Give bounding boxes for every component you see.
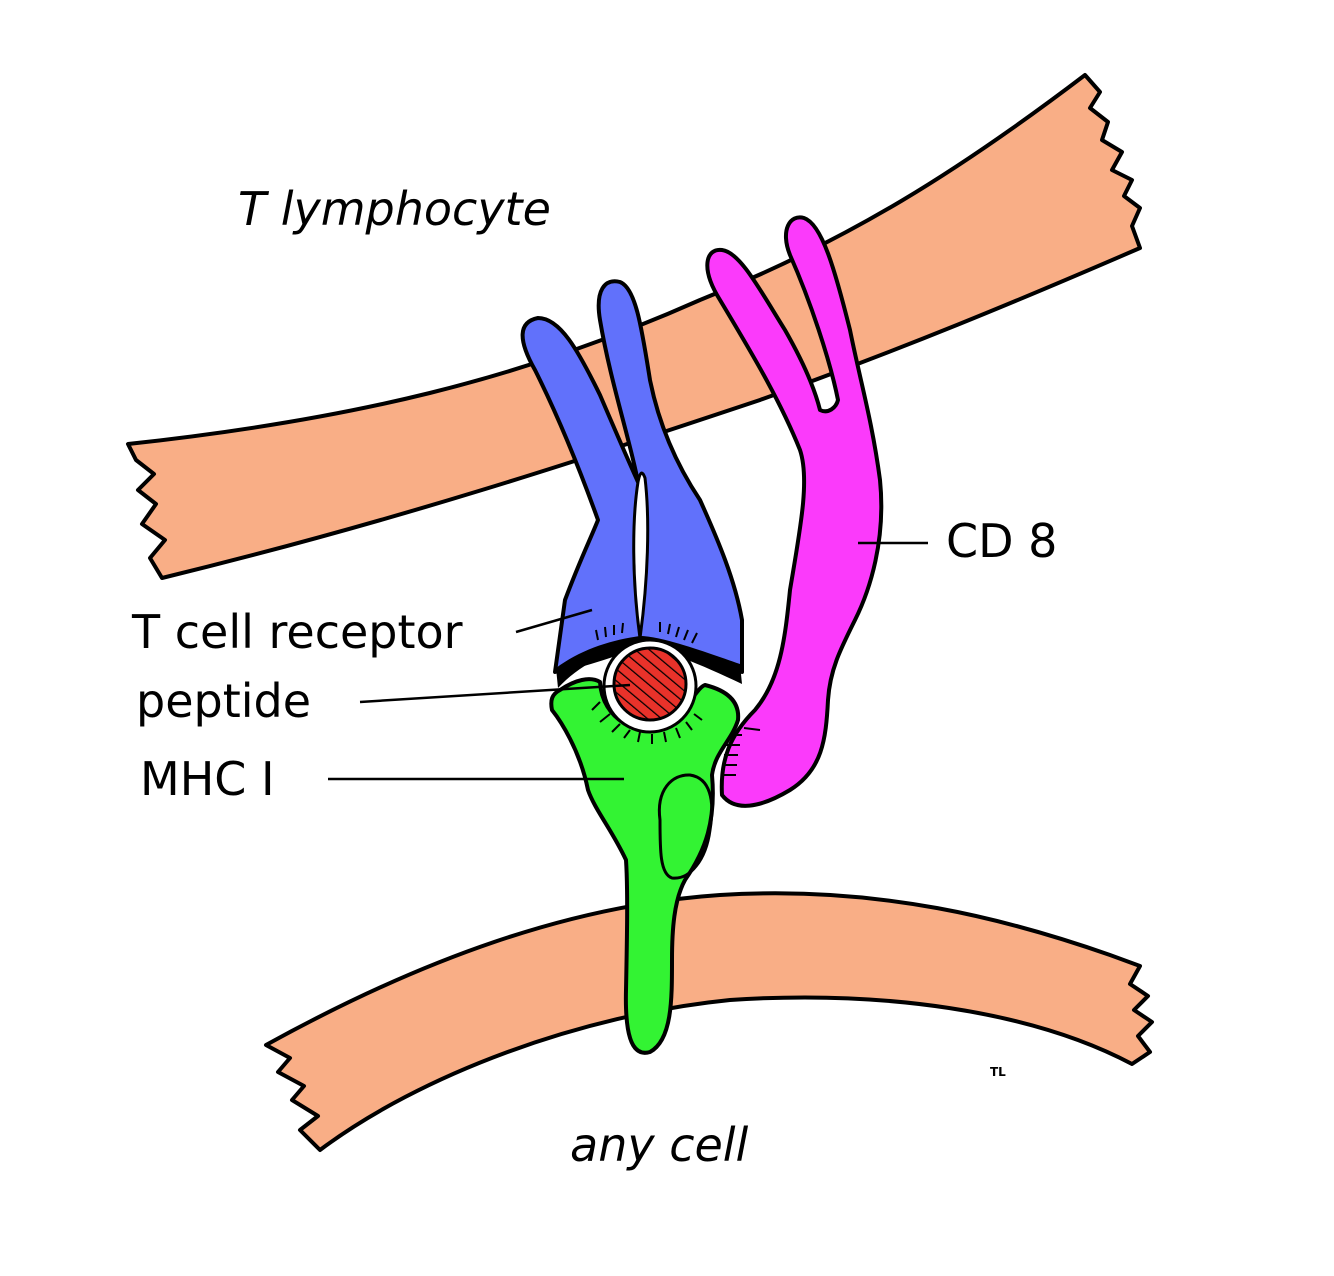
author-signature: TL [990, 1065, 1006, 1079]
tcr-contact-ticks [595, 622, 698, 644]
peptide-label: peptide [136, 674, 312, 728]
mhc-beta2m-domain [657, 773, 714, 880]
mhc-contact-ticks [591, 701, 703, 744]
tcr-label: T cell receptor [132, 605, 463, 659]
t-cell-receptor [520, 279, 744, 674]
t-lymphocyte-label: T lymphocyte [238, 182, 551, 236]
tcr-cleft-shadow [556, 636, 742, 688]
cd8-contact-ticks [722, 727, 761, 776]
cd8-label: CD 8 [946, 514, 1058, 568]
mhc-label: MHC I [140, 752, 275, 806]
any-cell-membrane [264, 891, 1154, 1152]
peptide-leader-line [359, 683, 631, 704]
peptide [612, 646, 688, 722]
any-cell-label: any cell [570, 1118, 749, 1172]
tcr-chain-gap [632, 471, 650, 639]
cd8-coreceptor [705, 215, 884, 808]
tcr-leader-line [515, 608, 593, 634]
